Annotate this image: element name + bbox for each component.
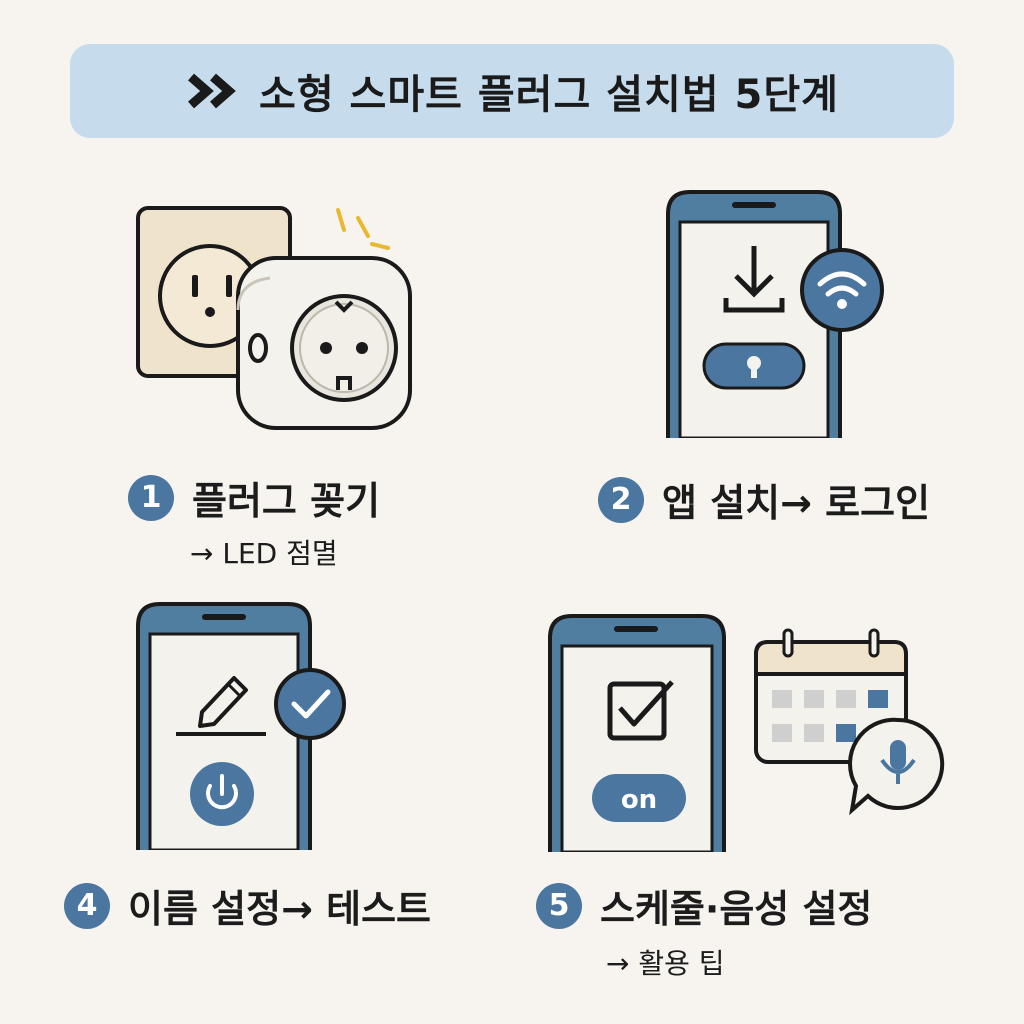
step-number: 4 — [64, 882, 110, 929]
step-1-sub: → LED 점멸 — [190, 537, 338, 570]
step-number: 5 — [536, 882, 582, 929]
step5-illustration: on — [548, 614, 945, 852]
key-icon — [702, 342, 806, 390]
step1-illustration — [136, 206, 412, 430]
title-container: 소형 스마트 플러그 설치법 5단계 — [185, 62, 839, 120]
pencil-icon — [176, 676, 266, 736]
microphone-icon — [848, 717, 945, 816]
power-icon — [190, 762, 254, 826]
step4-illustration — [136, 602, 346, 850]
step-number: 2 — [598, 476, 644, 523]
step-1: 1 플러그 꽂기 — [128, 470, 380, 525]
step-label: 스케줄·음성 설정 — [600, 887, 873, 931]
chevron-double-right-icon — [188, 73, 236, 109]
step2-illustration — [666, 190, 884, 438]
led-blink-icon — [336, 208, 390, 250]
page-title: 소형 스마트 플러그 설치법 5단계 — [259, 72, 839, 118]
step-2: 2 앱 설치→ 로그인 — [598, 472, 930, 527]
step-5: 5 스케줄·음성 설정 — [536, 878, 872, 933]
wifi-icon — [800, 248, 884, 332]
step-label: 이름 설정→ 테스트 — [128, 887, 432, 931]
step-label: 플러그 꽂기 — [192, 479, 381, 523]
svg-text:on: on — [621, 785, 657, 815]
download-icon — [723, 246, 785, 313]
smart-plug-icon — [236, 256, 412, 430]
step-5-sub: → 활용 팁 — [606, 947, 725, 980]
step-number: 1 — [128, 474, 174, 521]
step-4: 4 이름 설정→ 테스트 — [64, 878, 431, 933]
step-label: 앱 설치→ 로그인 — [662, 481, 931, 525]
on-toggle: on — [592, 774, 686, 822]
checkmark-icon — [274, 668, 346, 740]
title-banner: 소형 스마트 플러그 설치법 5단계 — [70, 44, 954, 138]
checkbox-icon — [607, 680, 674, 741]
